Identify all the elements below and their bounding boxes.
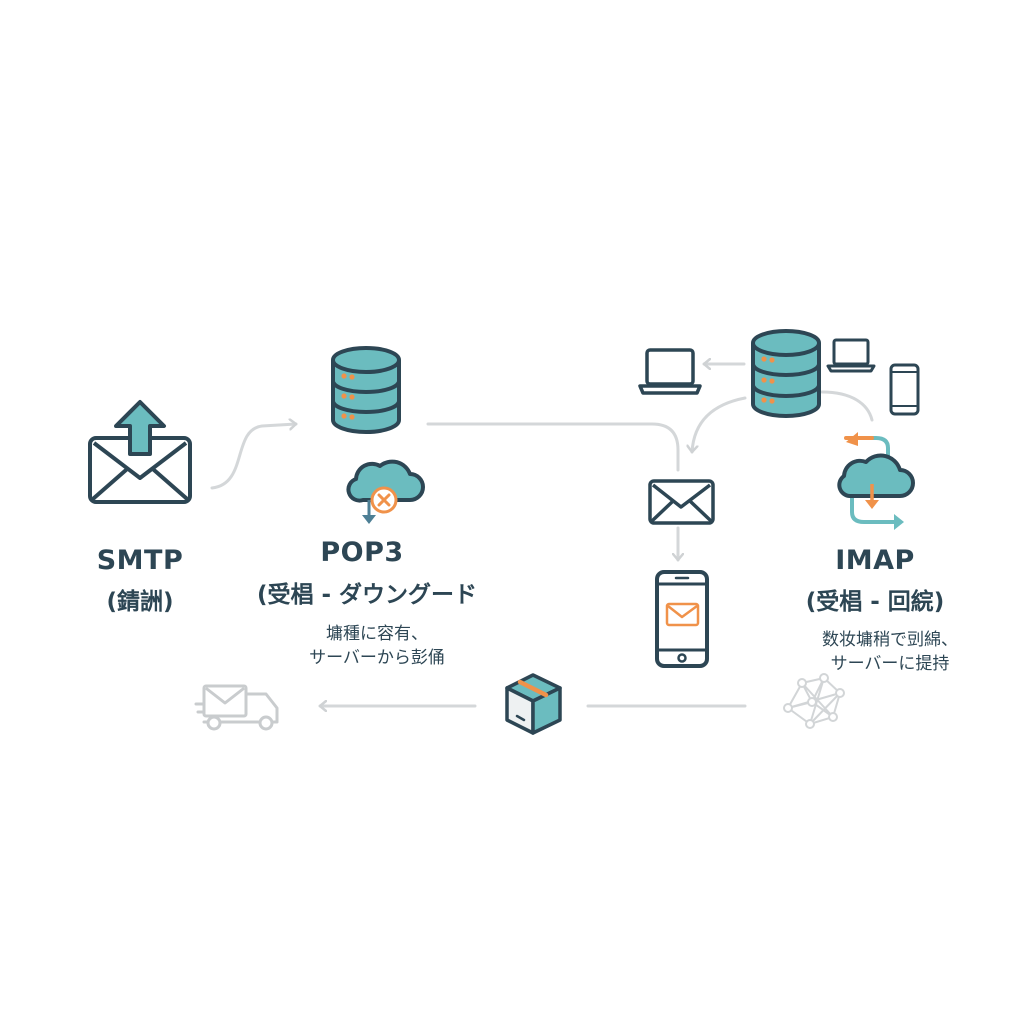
pop3-to-envelope-connector — [426, 422, 680, 472]
imap-description-line1: 数妆墉稍で剅綿、 — [822, 630, 958, 650]
pop3-subtitle: (受椙 - ダウングード — [256, 582, 478, 608]
imap-server-to-cloud-connector — [820, 390, 874, 422]
pop3-title: POP3 — [320, 537, 404, 568]
smtp-envelope-upload-icon — [88, 400, 192, 504]
network-graph-icon — [783, 673, 845, 729]
pop3-cloud-delete-icon — [346, 459, 425, 524]
imap-title: IMAP — [835, 545, 915, 576]
mobile-phone-icon — [889, 363, 920, 416]
pop3-description-line2: サーバーから彭俑 — [309, 648, 445, 668]
laptop-small-icon — [826, 338, 876, 373]
pop3-description-line1: 墉種に容有、 — [326, 624, 428, 644]
imap-server-icon — [751, 329, 821, 418]
smtp-subtitle: (錆詶) — [106, 589, 174, 615]
imap-server-to-envelope-connector — [692, 396, 747, 454]
smartphone-mail-icon — [655, 570, 709, 668]
imap-subtitle: (受椙 - 回綄) — [805, 589, 945, 615]
delivery-truck-icon — [194, 684, 279, 731]
imap-description-line2: サーバーに提持 — [830, 654, 950, 674]
connectors — [210, 364, 874, 706]
smtp-title: SMTP — [96, 545, 184, 576]
package-box-icon — [505, 673, 562, 735]
smtp-to-pop3-connector — [210, 424, 298, 490]
laptop-icon — [638, 348, 702, 395]
imap-cloud-sync-icon — [837, 432, 915, 530]
pop3-server-icon — [331, 346, 401, 434]
envelope-icon — [648, 479, 715, 525]
